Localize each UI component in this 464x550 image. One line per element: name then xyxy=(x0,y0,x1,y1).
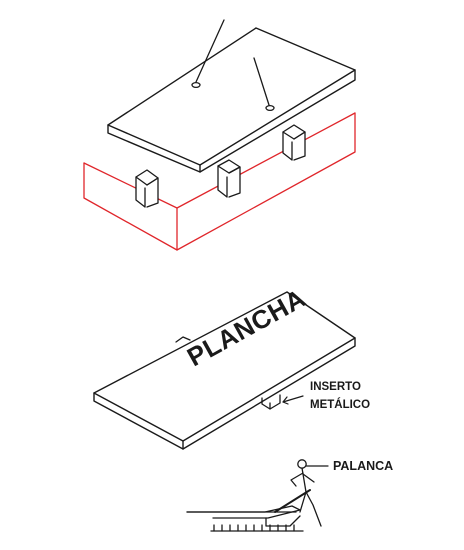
lever-scene xyxy=(186,489,311,532)
lift-hole-right xyxy=(253,57,275,112)
lift-hole-left xyxy=(191,19,225,89)
metal-insert xyxy=(261,394,281,410)
lever-label: PALANCA xyxy=(333,459,394,473)
back-insert xyxy=(175,336,191,343)
cover-plate xyxy=(107,27,356,173)
metal-insert-label: INSERTO METÁLICO xyxy=(310,378,370,414)
metal-insert-label-line2: METÁLICO xyxy=(310,399,371,411)
metal-insert-label-line1: INSERTO xyxy=(310,381,361,393)
support-block-middle xyxy=(217,159,241,198)
support-block-right xyxy=(282,124,306,161)
support-block-left xyxy=(135,169,159,208)
plate xyxy=(93,291,356,450)
worker-figure xyxy=(290,459,322,527)
insert-pointer-arrow xyxy=(282,395,304,405)
